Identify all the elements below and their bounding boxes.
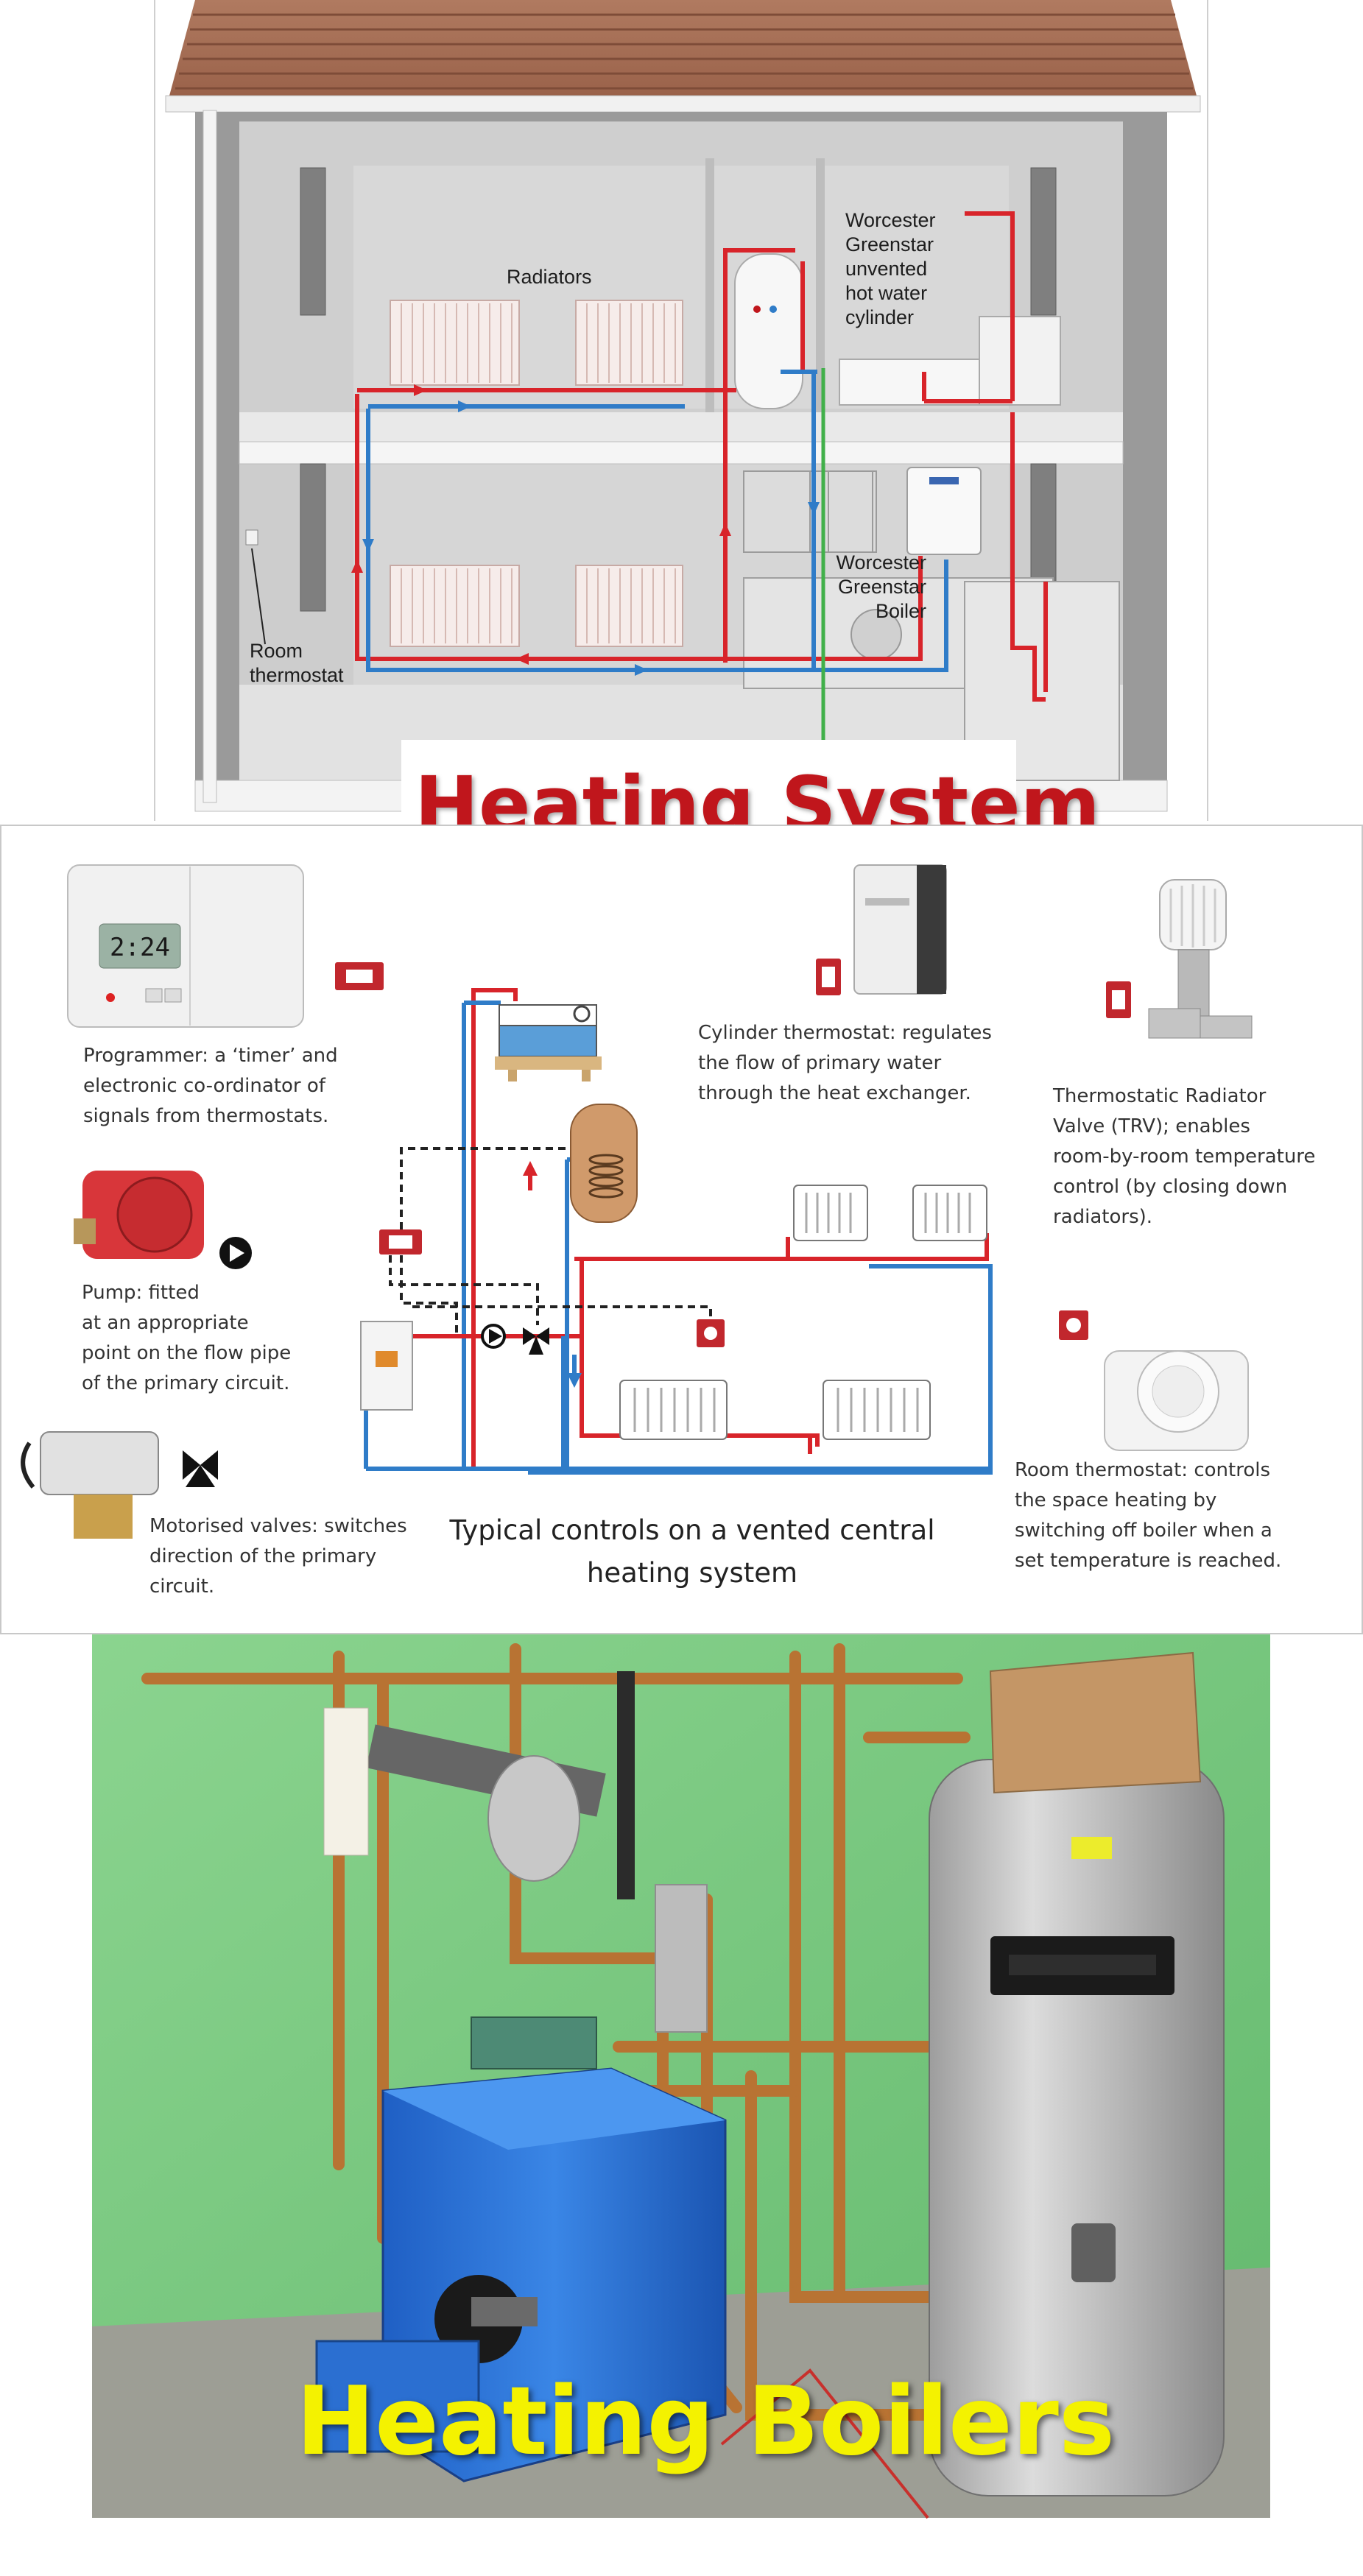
feed-tank bbox=[495, 1004, 602, 1081]
programmer-symbol bbox=[335, 962, 384, 990]
label-room-thermostat: Room thermostat bbox=[250, 640, 344, 686]
label-radiators: Radiators bbox=[507, 266, 592, 288]
schematic-radiator-2 bbox=[912, 1185, 987, 1241]
programmer-display: 2:24 bbox=[110, 933, 170, 962]
label-programmer: Programmer: a ‘timer’ and electronic co-… bbox=[83, 1045, 338, 1127]
label-cylinder: Worcester Greenstar unvented hot water c… bbox=[845, 209, 936, 328]
schematic-boiler bbox=[360, 1321, 413, 1411]
boiler-room-illustration bbox=[92, 1634, 1270, 2576]
house-illustration bbox=[154, 0, 1208, 821]
room-thermostat-symbol bbox=[1059, 1310, 1088, 1340]
controls-caption: Typical controls on a vented central hea… bbox=[449, 1514, 935, 1589]
trv-device bbox=[1148, 879, 1253, 1039]
paper-tag bbox=[323, 1707, 369, 1856]
schematic-radiator-1 bbox=[793, 1185, 868, 1241]
schematic-radiator-4 bbox=[823, 1380, 931, 1440]
schematic-pipes bbox=[364, 988, 993, 1475]
label-cylinder-thermostat: Cylinder thermostat: regulates the flow … bbox=[698, 1022, 992, 1104]
label-motorised-valves: Motorised valves: switches direction of … bbox=[149, 1515, 407, 1598]
radiator-lower-right bbox=[575, 565, 683, 647]
pump-device bbox=[74, 1171, 252, 1269]
hot-water-cylinder bbox=[734, 253, 803, 409]
cylinder-thermostat-device bbox=[853, 864, 947, 995]
radiator-lower-left bbox=[390, 565, 520, 647]
radiator-upper-right bbox=[575, 300, 683, 386]
title-heating-boilers: Heating Boilers bbox=[296, 2367, 1116, 2477]
roof-tiles bbox=[175, 13, 1193, 90]
cylinder-thermostat-symbol bbox=[816, 959, 841, 995]
radiator-upper-left bbox=[390, 300, 520, 386]
label-boiler: Worcester Greenstar Boiler bbox=[836, 551, 926, 622]
trv-symbol bbox=[1106, 981, 1131, 1018]
expansion-tank bbox=[487, 1755, 580, 1882]
programmer-device: 2:24 bbox=[67, 864, 304, 1028]
room-thermostat-device bbox=[1104, 1350, 1249, 1451]
diagram-room-thermostat-symbol bbox=[697, 1319, 725, 1347]
boiler-unit bbox=[906, 467, 982, 555]
schematic-radiator-3 bbox=[619, 1380, 728, 1440]
cardboard-box bbox=[989, 1651, 1202, 1794]
copper-pipes bbox=[141, 1643, 978, 2465]
house-diagram: Radiators Worcester Greenstar unvented h… bbox=[0, 0, 1363, 821]
copper-cylinder bbox=[570, 1104, 638, 1223]
controls-diagram: 2:24 bbox=[0, 821, 1363, 1634]
diagram-programmer-symbol bbox=[379, 1229, 422, 1255]
title-band bbox=[401, 740, 1016, 836]
controls-illustration: 2:24 bbox=[0, 825, 1363, 1634]
label-room-thermostat-desc: Room thermostat: controls the space heat… bbox=[1015, 1459, 1282, 1572]
roof bbox=[169, 0, 1197, 96]
blue-boiler bbox=[315, 2016, 727, 2483]
water-heater-tank bbox=[929, 1759, 1225, 2496]
boiler-room-photo: Heating Boilers bbox=[0, 1634, 1363, 2576]
schematic-valve bbox=[523, 1327, 549, 1355]
motorised-valve-device bbox=[21, 1431, 218, 1539]
label-trv: Thermostatic Radiator Valve (TRV); enabl… bbox=[1053, 1085, 1316, 1228]
label-pump: Pump: fitted at an appropriate point on … bbox=[82, 1282, 292, 1394]
